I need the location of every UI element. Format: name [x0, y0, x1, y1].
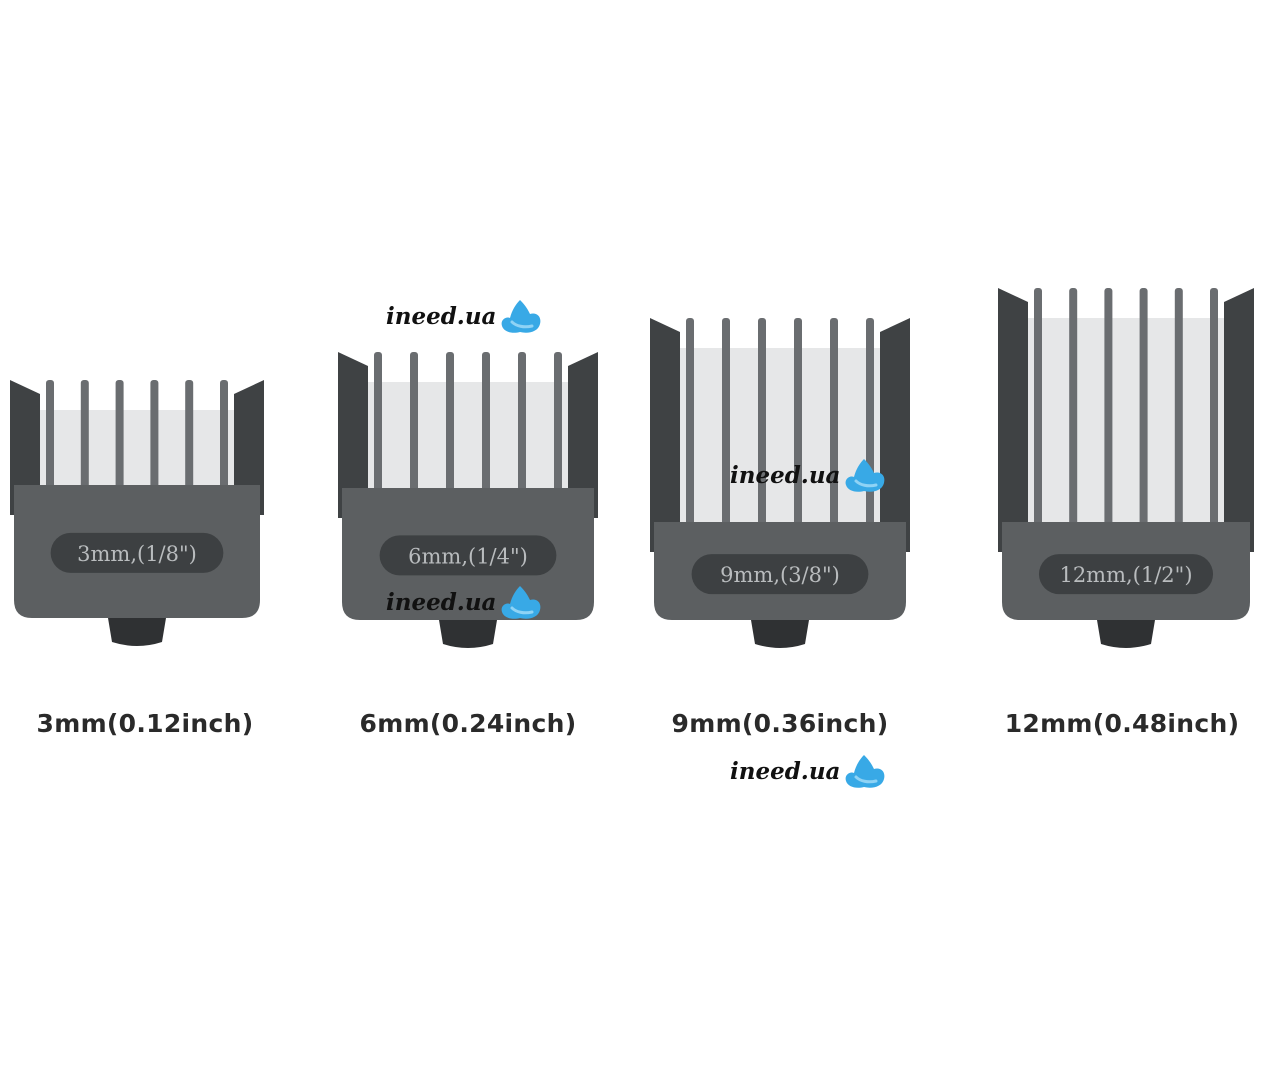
- watermark-text: ineed.ua: [730, 462, 841, 489]
- guard-label-plate: [379, 535, 557, 576]
- clipper-guard: 3mm,(1/8"): [10, 380, 264, 646]
- guard-tooth: [410, 352, 418, 528]
- guard-bottom-tab: [1097, 620, 1155, 648]
- watermark-text: ineed.ua: [730, 758, 841, 785]
- guard-plate-text: 3mm,(1/8"): [77, 542, 197, 566]
- guard-tooth: [866, 318, 874, 562]
- guard-left-wall: [10, 380, 40, 515]
- guard-left-wall: [650, 318, 680, 552]
- guard-tooth: [758, 318, 766, 562]
- guard-tooth: [1034, 288, 1042, 562]
- guard-size-label-9mm: 9mm(0.36inch): [671, 709, 889, 738]
- droplet-icon: [502, 586, 541, 619]
- guard-bottom-tab: [439, 620, 497, 648]
- guard-comb-background: [1028, 318, 1224, 552]
- guard-bottom-tab: [751, 620, 809, 648]
- guard-tooth: [446, 352, 454, 528]
- guard-size-label-3mm: 3mm(0.12inch): [36, 709, 254, 738]
- clipper-guard: 6mm,(1/4"): [338, 352, 598, 648]
- guard-left-wall: [338, 352, 368, 518]
- guard-tooth: [1210, 288, 1218, 562]
- guard-plate-text: 6mm,(1/4"): [408, 544, 528, 568]
- guard-tooth: [1174, 288, 1183, 562]
- guard-tooth: [1069, 288, 1078, 562]
- guard-tooth: [374, 352, 382, 528]
- clipper-guard: 9mm,(3/8"): [650, 318, 910, 648]
- guard-right-wall: [234, 380, 264, 515]
- guard-left-wall: [998, 288, 1028, 552]
- guard-bottom-tab: [108, 618, 166, 646]
- droplet-icon: [502, 300, 541, 333]
- guard-size-label-6mm: 6mm(0.24inch): [359, 709, 577, 738]
- guard-right-wall: [880, 318, 910, 552]
- guard-tooth: [686, 318, 694, 562]
- watermark-on-6mm: ineed.ua: [386, 583, 544, 623]
- guard-label-plate: [50, 532, 224, 573]
- guard-size-label-12mm: 12mm(0.48inch): [1004, 709, 1240, 738]
- guard-tooth: [794, 318, 802, 562]
- guard-tooth: [1104, 288, 1113, 562]
- guard-plate-text: 9mm,(3/8"): [720, 563, 840, 587]
- watermark-top: ineed.ua: [386, 297, 544, 337]
- watermark-bottom: ineed.ua: [730, 752, 888, 792]
- clipper-guard: 12mm,(1/2"): [998, 288, 1254, 648]
- guard-tooth: [518, 352, 526, 528]
- guard-tooth: [482, 352, 490, 528]
- guard-tooth: [1139, 288, 1148, 562]
- guard-tooth: [830, 318, 838, 562]
- guard-label-plate: [691, 554, 869, 595]
- watermark-text: ineed.ua: [386, 303, 497, 330]
- guard-comb-background: [680, 348, 880, 552]
- watermark-text: ineed.ua: [386, 589, 497, 616]
- guard-right-wall: [1224, 288, 1254, 552]
- droplet-icon: [846, 459, 885, 492]
- watermark-middle: ineed.ua: [730, 456, 888, 496]
- guard-label-plate: [1038, 554, 1214, 595]
- guard-tooth: [554, 352, 562, 528]
- guard-right-wall: [568, 352, 598, 518]
- guard-plate-text: 12mm,(1/2"): [1059, 563, 1192, 587]
- droplet-icon: [846, 755, 885, 788]
- guard-tooth: [722, 318, 730, 562]
